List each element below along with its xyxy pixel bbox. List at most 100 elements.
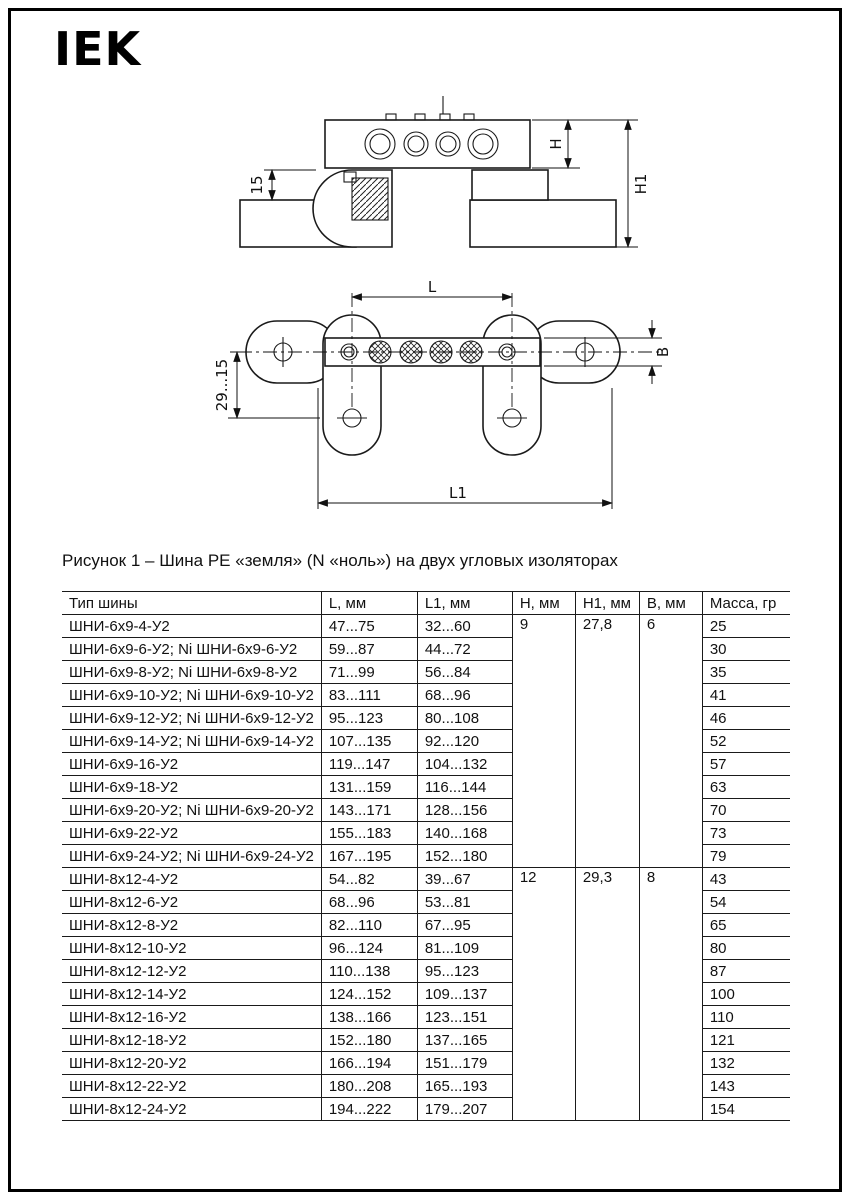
table-cell: 110...138 <box>320 959 418 983</box>
table-cell: 41 <box>701 683 791 707</box>
table-cell: 124...152 <box>320 982 418 1006</box>
table-cell: ШНИ-8х12-18-У2 <box>62 1028 322 1052</box>
table-cell: 12 <box>511 867 576 1121</box>
plan-view: L L1 29...15 В <box>213 278 672 509</box>
table-cell: 128...156 <box>416 798 513 822</box>
dim-label-15: 15 <box>248 175 266 194</box>
technical-drawing: 15 Н Н1 <box>213 96 672 509</box>
table-cell: 155...183 <box>320 821 418 845</box>
table-cell: 46 <box>701 706 791 730</box>
column-header: L, мм <box>320 591 418 615</box>
table-cell: ШНИ-6х9-16-У2 <box>62 752 322 776</box>
table-cell: 56...84 <box>416 660 513 684</box>
table-cell: 154 <box>701 1097 791 1121</box>
dim-label-l1: L1 <box>449 484 467 502</box>
table-cell: 30 <box>701 637 791 661</box>
table-cell: 152...180 <box>416 844 513 868</box>
table-cell: 92...120 <box>416 729 513 753</box>
table-cell: 63 <box>701 775 791 799</box>
table-cell: 121 <box>701 1028 791 1052</box>
table-cell: ШНИ-6х9-20-У2; Ni ШНИ-6х9-20-У2 <box>62 798 322 822</box>
table-cell: ШНИ-6х9-18-У2 <box>62 775 322 799</box>
table-cell: 96...124 <box>320 936 418 960</box>
table-cell: 54 <box>701 890 791 914</box>
table-cell: 95...123 <box>416 959 513 983</box>
table-cell: ШНИ-6х9-4-У2 <box>62 614 322 638</box>
side-view: 15 Н Н1 <box>239 96 650 249</box>
table-cell: 179...207 <box>416 1097 513 1121</box>
table-cell: ШНИ-6х9-12-У2; Ni ШНИ-6х9-12-У2 <box>62 706 322 730</box>
table-cell: 44...72 <box>416 637 513 661</box>
column-header: Тип шины <box>62 591 322 615</box>
table-cell: 68...96 <box>416 683 513 707</box>
table-cell: 87 <box>701 959 791 983</box>
dim-label-h1: Н1 <box>632 174 650 195</box>
table-cell: 47...75 <box>320 614 418 638</box>
table-cell: 143 <box>701 1074 791 1098</box>
table-cell: 109...137 <box>416 982 513 1006</box>
table-cell: 9 <box>511 614 576 868</box>
table-cell: ШНИ-6х9-8-У2; Ni ШНИ-6х9-8-У2 <box>62 660 322 684</box>
table-cell: 6 <box>638 614 703 868</box>
table-cell: 82...110 <box>320 913 418 937</box>
table-cell: 116...144 <box>416 775 513 799</box>
table-cell: 80...108 <box>416 706 513 730</box>
table-cell: 79 <box>701 844 791 868</box>
column-header: L1, мм <box>416 591 513 615</box>
dim-label-b: В <box>654 347 672 357</box>
table-cell: 81...109 <box>416 936 513 960</box>
table-cell: ШНИ-8х12-14-У2 <box>62 982 322 1006</box>
table-cell: 100 <box>701 982 791 1006</box>
table-cell: 95...123 <box>320 706 418 730</box>
table-cell: ШНИ-8х12-10-У2 <box>62 936 322 960</box>
table-cell: 57 <box>701 752 791 776</box>
table-cell: 71...99 <box>320 660 418 684</box>
table-cell: 39...67 <box>416 867 513 891</box>
column-header: В, мм <box>638 591 703 615</box>
table-cell: 132 <box>701 1051 791 1075</box>
column-header: Н, мм <box>511 591 576 615</box>
table-cell: 54...82 <box>320 867 418 891</box>
table-cell: 53...81 <box>416 890 513 914</box>
table-cell: 152...180 <box>320 1028 418 1052</box>
table-cell: 70 <box>701 798 791 822</box>
table-cell: 194...222 <box>320 1097 418 1121</box>
table-cell: ШНИ-8х12-12-У2 <box>62 959 322 983</box>
table-cell: 59...87 <box>320 637 418 661</box>
table-cell: 68...96 <box>320 890 418 914</box>
table-cell: 73 <box>701 821 791 845</box>
iek-logo: IEK <box>54 22 142 76</box>
table-cell: 140...168 <box>416 821 513 845</box>
table-cell: 180...208 <box>320 1074 418 1098</box>
table-cell: ШНИ-8х12-16-У2 <box>62 1005 322 1029</box>
table-cell: 166...194 <box>320 1051 418 1075</box>
table-cell: 137...165 <box>416 1028 513 1052</box>
table-cell: 104...132 <box>416 752 513 776</box>
table-cell: ШНИ-8х12-20-У2 <box>62 1051 322 1075</box>
table-cell: 83...111 <box>320 683 418 707</box>
column-header: Н1, мм <box>574 591 640 615</box>
table-cell: ШНИ-6х9-24-У2; Ni ШНИ-6х9-24-У2 <box>62 844 322 868</box>
table-cell: 143...171 <box>320 798 418 822</box>
table-cell: 8 <box>638 867 703 1121</box>
table-cell: ШНИ-8х12-6-У2 <box>62 890 322 914</box>
